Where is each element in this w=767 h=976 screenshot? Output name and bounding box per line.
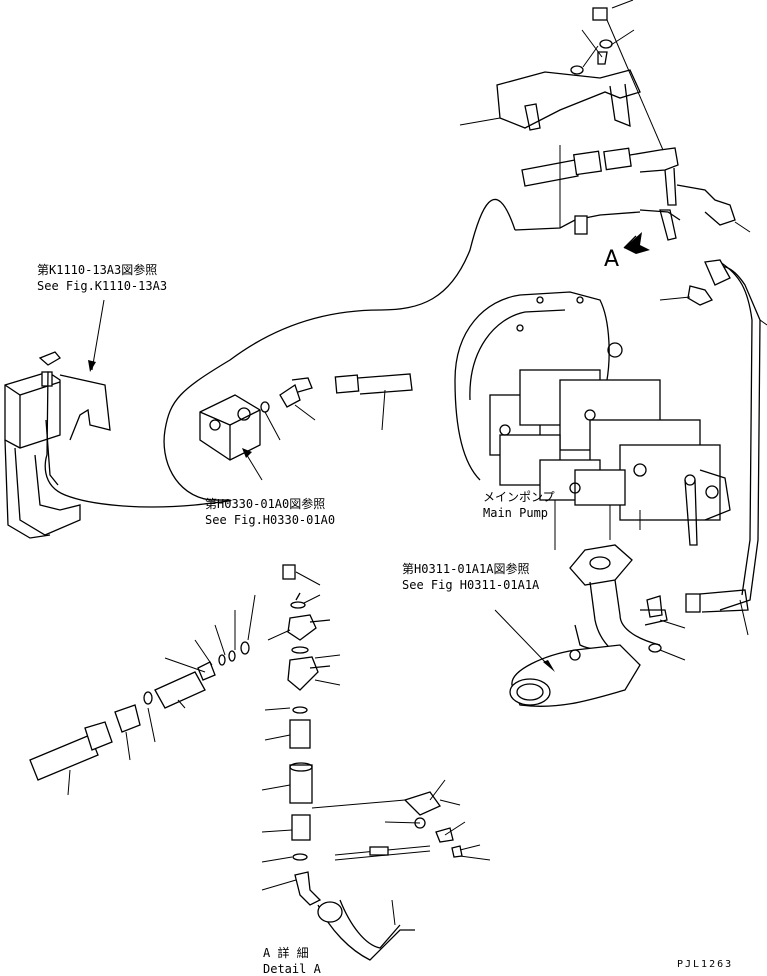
lower-right-fittings [640, 589, 749, 661]
pump-name-en: Main Pump [483, 506, 549, 520]
drawing-code: PJL1263 [677, 959, 734, 970]
control-box [4, 299, 111, 539]
control-cable [44, 145, 641, 508]
view-arrow [623, 232, 650, 254]
ref-h0330-jp: 第H0330-01A0図参照 [205, 497, 326, 511]
ref-h0330-en: See Fig.H0330-01A0 [205, 513, 336, 527]
hose-middle [334, 373, 413, 431]
ref-h0311-jp: 第H0311-01A1A図参照 [402, 562, 530, 576]
pump-name-jp: メインポンプ [483, 490, 555, 504]
detail-title-jp: A 詳 細 [263, 946, 309, 960]
top-bracket-assembly [459, 0, 664, 151]
hose-upper [521, 147, 751, 241]
main-pump [454, 291, 731, 550]
ref-k1110-en: See Fig.K1110-13A3 [37, 279, 168, 293]
nut-part [592, 7, 608, 21]
suction-elbow [494, 544, 661, 707]
bolt-part [597, 51, 608, 65]
view-marker-a: A [604, 247, 620, 272]
detail-title-en: Detail A [263, 962, 321, 976]
detail-a-assembly [29, 564, 491, 961]
hose-right [659, 259, 767, 636]
valve-block [199, 377, 316, 481]
ref-h0311-en: See Fig H0311-01A1A [402, 578, 540, 592]
ref-k1110-jp: 第K1110-13A3図参照 [37, 263, 158, 277]
